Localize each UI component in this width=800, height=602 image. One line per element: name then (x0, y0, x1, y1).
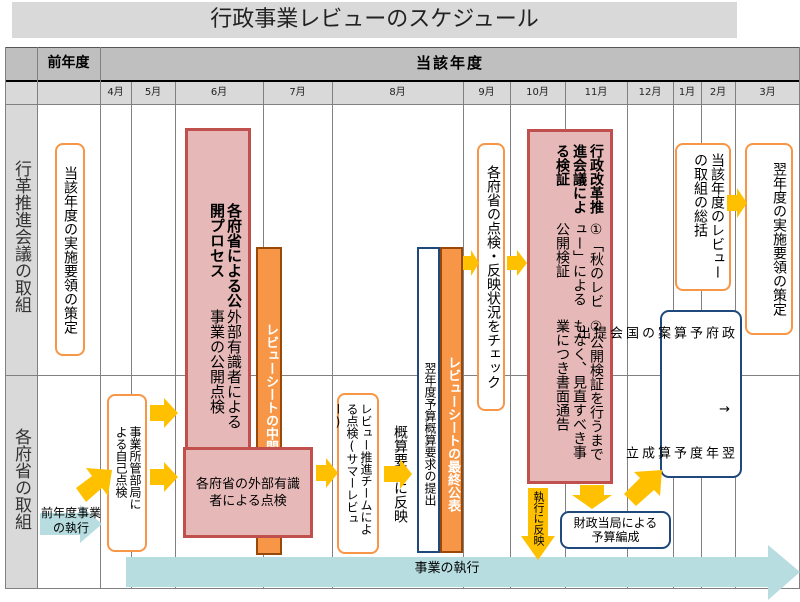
arrow-to-external-check (150, 462, 178, 492)
month-12: 12月 (638, 87, 662, 98)
public-process-box: 各府省による公開プロセス 外部有識者による事業の公開点検 (185, 128, 251, 450)
month-5: 5月 (144, 87, 162, 98)
grid-line (5, 588, 800, 589)
interim-publication-text: レビューシートの中間公表 (263, 323, 278, 479)
grid-line (627, 82, 628, 589)
arrow-to-budget-compilation (572, 485, 612, 509)
month-7: 7月 (289, 87, 306, 98)
public-process-title: 各府省による公開プロセス (208, 203, 243, 308)
check-status-box: 各府省の点検・反映状況をチェック (477, 143, 505, 411)
verification-box: 行政改革推進会議による検証 ①「秋のレビュー」による公開検証 ②公開検証を行うま… (527, 129, 613, 484)
grid-line (5, 375, 800, 376)
final-publication-text: レビューシートの最終公表 (445, 356, 460, 512)
diet-submission-box: 政府予算案の国会提出 → 翌年度予算成立 (575, 310, 742, 478)
prev-year-execution-arrow (40, 505, 102, 543)
arrow-to-summer-review (316, 458, 338, 488)
next-year-guidelines-box: 翌年度の実施要領の策定 (745, 143, 793, 335)
external-check-box: 各府省の外部有識者による点検 (183, 447, 313, 538)
prev-year-guidelines-text: 当該年度の実施要領の策定 (62, 165, 78, 334)
arrow-to-check-status (463, 250, 479, 276)
budget-enacted-text: 翌年度予算成立 (623, 445, 734, 459)
header-divider (5, 80, 800, 82)
grid-line (131, 82, 132, 589)
summary-review-box: 当該年度のレビューの取組の総括 (675, 143, 731, 291)
budget-compilation-box: 財政当局による予算編成 (560, 511, 671, 549)
summer-review-box: レビュー推進チームによる点検(サマーレビュー) (331, 393, 379, 554)
next-year-guidelines-text: 翌年度の実施要領の策定 (771, 162, 787, 316)
final-publication-box: レビューシートの最終公表 (440, 247, 463, 553)
grid-line (175, 82, 176, 589)
page-title: 行政事業レビューのスケジュール (12, 2, 737, 38)
month-10: 10月 (526, 87, 549, 98)
grid-line (463, 82, 464, 589)
check-status-text: 各府省の点検・反映状況をチェック (485, 165, 501, 389)
grid-line (100, 47, 101, 589)
row-label-column (5, 104, 37, 588)
current-year-header: 当該年度 (415, 54, 484, 72)
summer-review-text: レビュー推進チームによる点検(サマーレビュー) (331, 403, 373, 535)
self-check-box: 事業所管部局による自己点検 (107, 394, 147, 552)
month-9: 9月 (478, 87, 495, 98)
project-execution-arrow (126, 545, 800, 600)
arrow-to-verification (507, 250, 527, 276)
external-check-text: 各府省の外部有識者による点検 (195, 476, 300, 509)
month-8: 8月 (389, 87, 406, 98)
arrow-to-diet-submission (624, 470, 662, 506)
grid-line (5, 104, 800, 105)
prev-year-guidelines-box: 当該年度の実施要領の策定 (55, 143, 85, 356)
budget-request-submission-box: 翌年度予算概算要求の提出 (417, 247, 440, 553)
diet-arrow-glyph: → (719, 401, 730, 417)
month-3: 3月 (759, 87, 776, 98)
arrow-to-budget-request (384, 459, 412, 489)
verification-item-2: ②公開検証を行うまでもなく、見直すべき事業につき書面通告 (554, 319, 604, 461)
project-execution-text: 事業の執行 (414, 561, 480, 576)
verification-title: 行政改革推進会議による検証 (554, 144, 604, 214)
month-1: 1月 (678, 87, 696, 98)
public-process-body: 外部有識者による事業の公開点検 (208, 308, 243, 429)
row-label-reform-council: 行革推進会議の取組 (11, 160, 31, 313)
row-label-ministries: 各府省の取組 (11, 428, 31, 530)
verification-item-1: ①「秋のレビュー」による公開検証 (554, 222, 604, 309)
diet-submission-text: 政府予算案の国会提出 (575, 326, 734, 339)
reflect-execution-arrow (521, 488, 555, 560)
header-row (5, 47, 800, 81)
prev-year-execution-text: 前年度事業の執行 (40, 506, 101, 535)
month-row (5, 82, 800, 104)
month-4: 4月 (107, 87, 124, 98)
month-2: 2月 (709, 87, 727, 98)
arrow-to-self-check (76, 468, 112, 502)
month-11: 11月 (584, 87, 608, 98)
grid-line (510, 82, 511, 589)
grid-line (5, 47, 800, 48)
grid-line (37, 47, 38, 589)
prev-year-header: 前年度 (47, 55, 90, 71)
reflect-execution-text: 執行に反映 (532, 491, 545, 546)
grid-line (5, 47, 6, 589)
reflect-budget-request-text: 概算要求に反映 (386, 425, 408, 555)
month-6: 6月 (210, 87, 228, 98)
summary-review-text: 当該年度のレビューの取組の総括 (692, 153, 725, 279)
arrow-to-public-process (150, 398, 178, 428)
budget-compilation-text: 財政当局による予算編成 (573, 516, 658, 544)
budget-request-submission-text: 翌年度予算概算要求の提出 (423, 362, 437, 506)
arrow-to-next-year-guidelines (727, 188, 747, 218)
grid-line (332, 82, 333, 589)
self-check-text: 事業所管部局による自己点検 (114, 425, 142, 510)
